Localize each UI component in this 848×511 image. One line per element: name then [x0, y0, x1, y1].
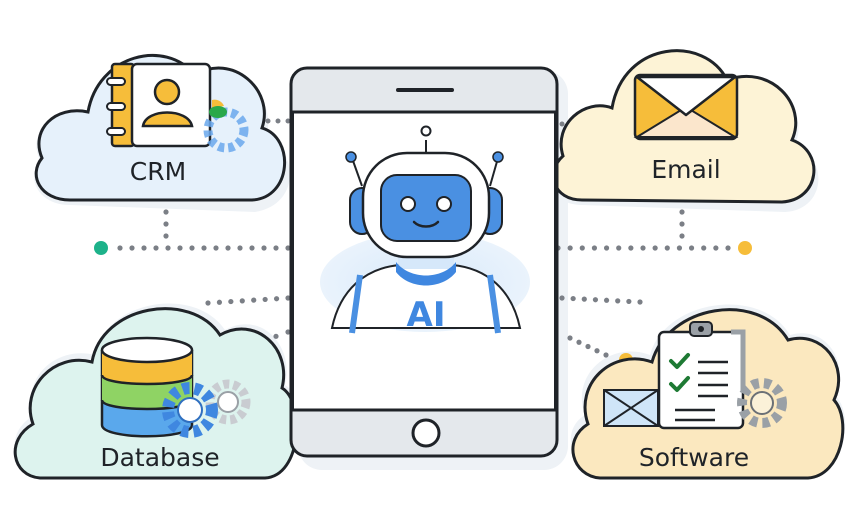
connector-dot	[679, 221, 685, 227]
connector-dot	[591, 245, 598, 251]
gear-icon	[737, 378, 787, 428]
connector-dot	[177, 245, 183, 251]
connector-dot	[652, 245, 658, 251]
connector-dot	[141, 245, 147, 251]
connector-dot	[163, 221, 169, 227]
connector-dot	[117, 245, 123, 251]
connector-dot	[592, 297, 599, 303]
connector-dot	[576, 339, 582, 345]
connector-dot	[205, 300, 211, 306]
connector-dot	[616, 245, 622, 251]
connector-dot	[237, 245, 243, 251]
connector-dot	[567, 335, 573, 341]
connector-dot	[559, 121, 565, 127]
label-software: Software	[639, 443, 749, 472]
connector-dot	[585, 343, 591, 350]
connector-dot	[189, 245, 195, 251]
connector-dot	[251, 297, 257, 303]
connector-dot	[637, 299, 643, 305]
ai-badge: AI	[407, 295, 446, 335]
node-software[interactable]: Software	[571, 308, 845, 480]
connector-dot	[228, 298, 234, 305]
node-database[interactable]: Database	[13, 307, 299, 480]
connector-dot	[163, 209, 169, 215]
node-dot-green	[94, 241, 108, 255]
connector-dot	[216, 299, 223, 305]
connector-dot	[725, 245, 731, 251]
connector-dot	[265, 118, 271, 124]
connector-dot	[603, 245, 610, 251]
connector-dot	[688, 245, 695, 251]
connector-dot	[676, 245, 683, 251]
clipboard-checklist-icon	[657, 321, 746, 430]
label-email: Email	[651, 155, 720, 184]
connector-dot	[225, 245, 231, 251]
label-crm: CRM	[130, 157, 186, 186]
connector-dot	[273, 333, 279, 339]
connector-dot	[201, 245, 207, 251]
connector-dot	[275, 118, 281, 124]
connector-dot	[273, 296, 280, 302]
envelope-icon	[603, 389, 659, 427]
connector-dot	[664, 245, 670, 251]
connector-dot	[262, 296, 268, 303]
node-dot-yellow	[738, 241, 752, 255]
connector-dot	[249, 245, 255, 251]
connector-dot	[628, 245, 634, 251]
gear-icon	[203, 99, 249, 153]
connector-dot	[165, 245, 171, 251]
node-crm[interactable]: CRM	[34, 53, 286, 202]
label-database: Database	[100, 443, 219, 472]
connector-dot	[626, 298, 632, 305]
connector-dot	[679, 209, 685, 215]
connector-dot	[579, 245, 585, 251]
connector-dot	[285, 295, 291, 301]
contact-book-icon	[106, 62, 212, 148]
connector-dot	[679, 233, 685, 239]
connector-dot	[567, 245, 573, 251]
connector-dot	[285, 118, 291, 124]
connector-dot	[594, 348, 600, 354]
connector-dot	[273, 245, 279, 251]
connector-dot	[615, 298, 621, 304]
connector-dot	[559, 295, 565, 301]
connector-dot	[603, 352, 609, 358]
gear-icon	[162, 379, 251, 438]
connector-dot	[581, 296, 587, 302]
connector-dot	[640, 245, 646, 251]
envelope-icon	[633, 73, 739, 141]
node-email[interactable]: Email	[552, 49, 816, 204]
connector-dot	[239, 298, 245, 304]
connector-dot	[163, 233, 169, 239]
connector-dot	[261, 245, 267, 251]
connector-dot	[570, 295, 576, 302]
home-button[interactable]	[411, 418, 441, 448]
connector-dot	[713, 245, 719, 251]
ai-robot: AI	[320, 125, 530, 335]
connector-dot	[129, 245, 135, 251]
connector-dot	[701, 245, 707, 251]
connector-dot	[213, 245, 219, 251]
connector-dot	[285, 245, 291, 251]
connector-dot	[603, 297, 610, 303]
connector-dot	[285, 329, 291, 335]
connector-dot	[153, 245, 159, 251]
